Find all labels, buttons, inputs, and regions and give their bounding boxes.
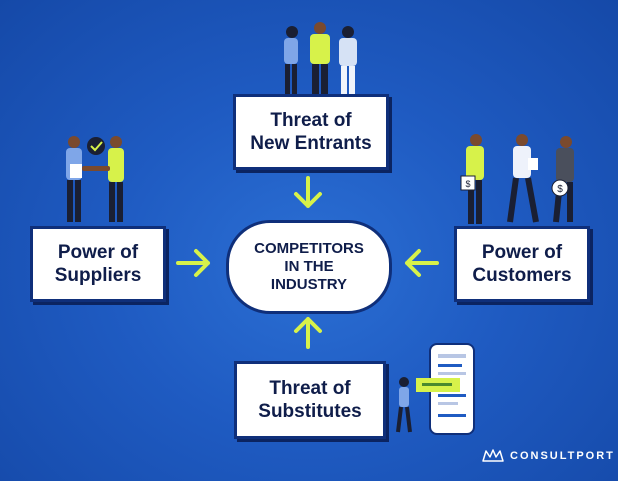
consultport-logo: CONSULTPORT — [482, 449, 615, 463]
new-entrants-people-illustration — [284, 22, 357, 96]
customers-people-illustration: $ $ — [460, 134, 574, 224]
power-of-suppliers-label: Power of Suppliers — [54, 242, 142, 286]
threat-new-entrants-label: Threat of New Entrants — [250, 110, 372, 154]
power-of-suppliers-box: Power of Suppliers — [30, 226, 166, 302]
arrow-down-icon — [294, 176, 322, 208]
competitors-center-node: COMPETITORS IN THE INDUSTRY — [226, 220, 392, 314]
threat-new-entrants-box: Threat of New Entrants — [233, 94, 389, 170]
customer-bag-right-label: $ — [557, 184, 563, 195]
suppliers-handshake-illustration — [66, 136, 124, 222]
arrow-right-icon — [176, 249, 210, 277]
threat-of-substitutes-box: Threat of Substitutes — [234, 361, 386, 439]
arrow-left-icon — [405, 249, 439, 277]
arrow-up-icon — [294, 317, 322, 349]
substitutes-phone-illustration — [396, 343, 475, 435]
crown-icon — [482, 449, 504, 462]
threat-of-substitutes-label: Threat of Substitutes — [258, 378, 362, 422]
power-of-customers-label: Power of Customers — [472, 242, 572, 286]
power-of-customers-box: Power of Customers — [454, 226, 590, 302]
competitors-center-label: COMPETITORS IN THE INDUSTRY — [254, 240, 364, 293]
customer-bag-left-label: $ — [465, 179, 470, 189]
brand-name: CONSULTPORT — [510, 450, 615, 462]
